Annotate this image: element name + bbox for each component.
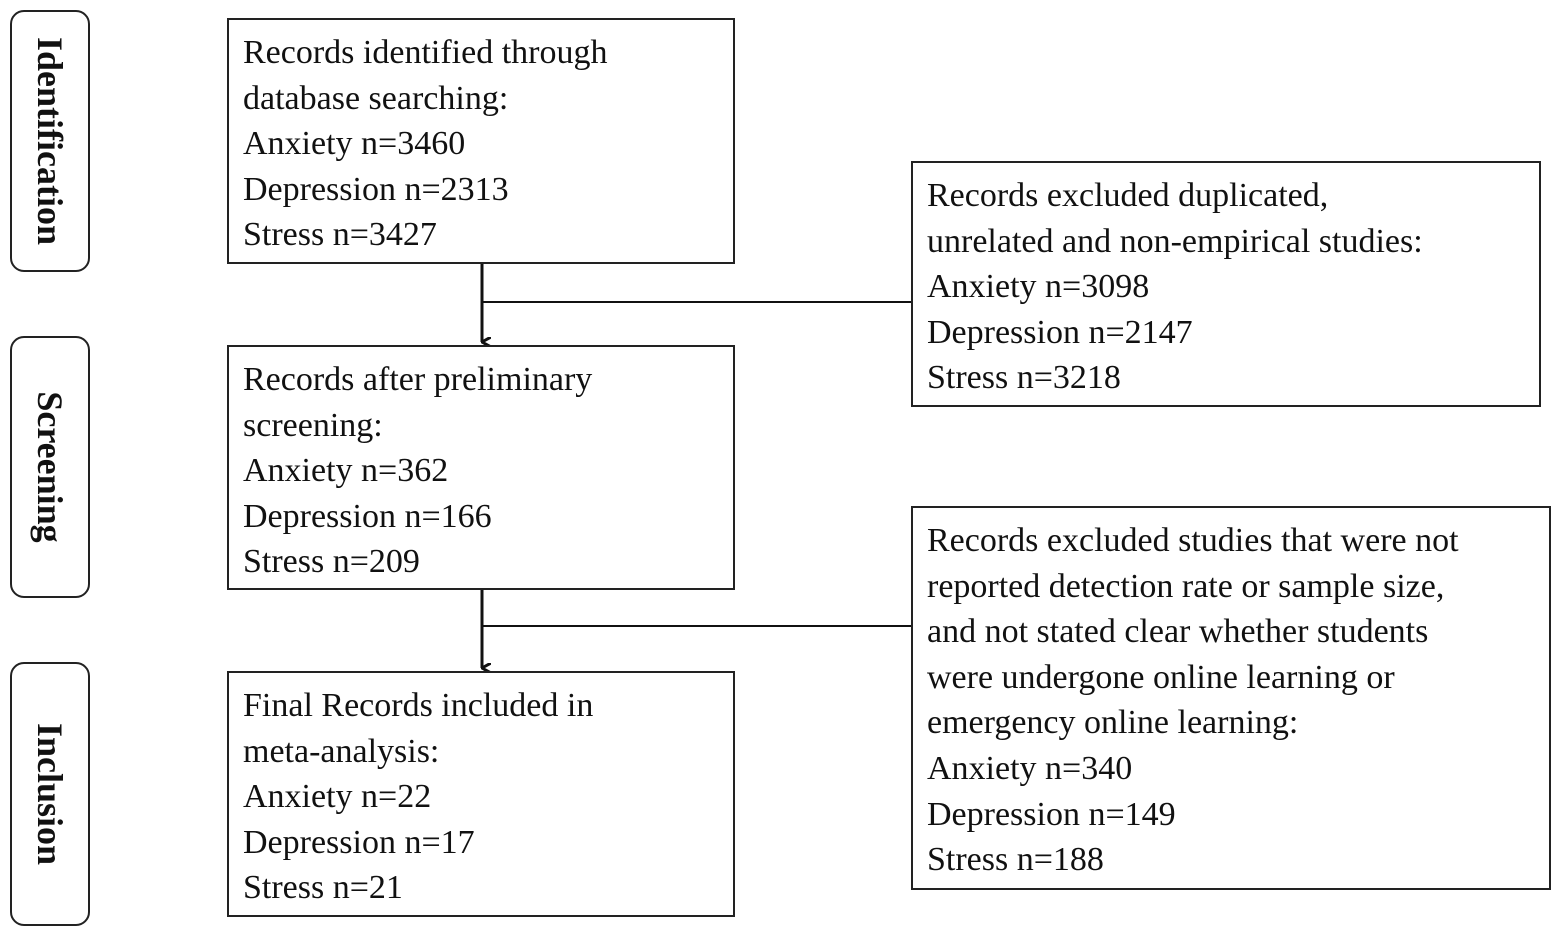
excluded-second-line-1: Records excluded studies that were not [927,522,1459,559]
box-excluded-not-reported: Records excluded studies that were not r… [911,506,1551,890]
phase-identification-label: Identification [30,36,70,246]
excluded-second-line-4: were undergone online learning or [927,658,1395,696]
phase-screening: Screening [10,336,90,598]
excluded-first-line-2: unrelated and non-empirical studies: [927,222,1423,260]
excluded-second-stress: Stress n=188 [927,841,1104,879]
screened-line-2: screening: [243,406,383,444]
box-excluded-duplicates: Records excluded duplicated, unrelated a… [911,161,1541,407]
identified-line-2: database searching: [243,79,509,117]
screened-line-1: Records after preliminary [243,361,593,398]
box-records-included: Final Records included in meta-analysis:… [227,671,735,917]
included-line-1: Final Records included in [243,687,594,724]
excluded-first-stress: Stress n=3218 [927,359,1121,397]
box-records-identified: Records identified through database sear… [227,18,735,264]
excluded-first-anxiety: Anxiety n=3098 [927,268,1150,306]
included-anxiety: Anxiety n=22 [243,778,432,816]
box-records-screened: Records after preliminary screening: Anx… [227,345,735,590]
screened-stress: Stress n=209 [243,543,420,581]
screened-depression: Depression n=166 [243,497,492,535]
phase-identification: Identification [10,10,90,272]
identified-depression: Depression n=2313 [243,170,509,208]
identified-anxiety: Anxiety n=3460 [243,125,466,163]
excluded-second-line-3: and not stated clear whether students [927,613,1429,651]
excluded-second-depression: Depression n=149 [927,795,1176,833]
excluded-second-line-5: emergency online learning: [927,704,1299,742]
excluded-second-line-2: reported detection rate or sample size, [927,567,1445,605]
screened-anxiety: Anxiety n=362 [243,452,449,490]
included-line-2: meta-analysis: [243,732,440,770]
identified-stress: Stress n=3427 [243,216,437,254]
phase-inclusion: Inclusion [10,662,90,926]
excluded-first-depression: Depression n=2147 [927,313,1193,351]
phase-screening-label: Screening [30,391,70,543]
included-depression: Depression n=17 [243,823,475,861]
phase-inclusion-label: Inclusion [30,722,70,866]
identified-line-1: Records identified through [243,34,608,71]
excluded-second-anxiety: Anxiety n=340 [927,749,1133,787]
excluded-first-line-1: Records excluded duplicated, [927,177,1329,214]
included-stress: Stress n=21 [243,869,403,907]
